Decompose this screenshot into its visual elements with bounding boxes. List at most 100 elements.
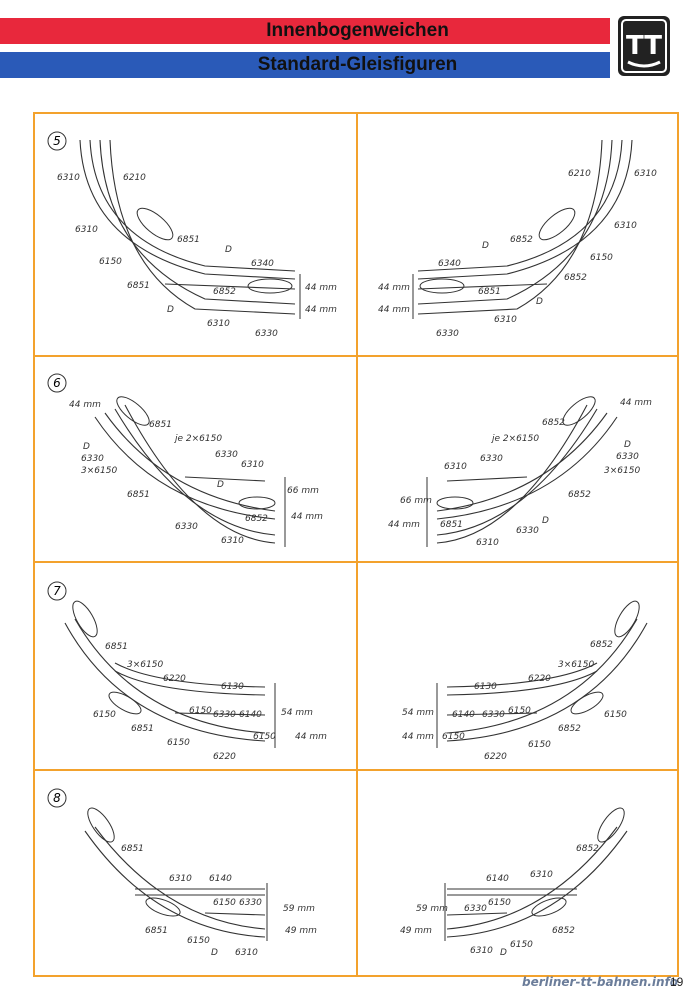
track-label: 6851 [177,235,200,245]
track-label: 6150 [442,732,465,742]
page-number: 19 [670,975,684,989]
track-label: D [482,241,489,251]
track-label: 6340 [438,259,461,269]
track-label: 6852 [590,640,613,650]
grid-divider-1 [35,355,677,357]
grid-divider-2 [35,561,677,563]
figure-6-right: 44 mm 6852 je 2×6150 D 6330 6330 3×6150 … [358,357,677,561]
track-label: 3×6150 [604,466,640,476]
track-label: 54 mm [281,708,313,718]
figure-6-left: 6 44 mm 6851 D je 2×6150 6330 6330 3×615… [35,357,354,561]
track-label: 6150 [167,738,190,748]
track-label: 3×6150 [81,466,117,476]
track-label: 6852 [213,287,236,297]
track-label: 6140 [486,874,509,884]
track-label: 6150 [604,710,627,720]
track-label: 6150 [187,936,210,946]
track-label: 6852 [510,235,533,245]
track-label: 6851 [121,844,144,854]
track-label: 44 mm [305,283,337,293]
track-label: 54 mm [402,708,434,718]
track-label: 6852 [564,273,587,283]
track-label: D [542,516,549,526]
header-white-band [0,44,610,52]
track-label: D [167,305,174,315]
track-label: 44 mm [620,398,652,408]
figure-number: 6 [53,376,61,390]
track-label: 6851 [149,420,172,430]
track-label: 6150 [510,940,533,950]
track-label: 6150 [488,898,511,908]
track-label: 44 mm [402,732,434,742]
track-label: 6310 [470,946,493,956]
track-label: 6310 [530,870,553,880]
track-label: 59 mm [416,904,448,914]
track-label: 6330 [464,904,487,914]
track-label: 44 mm [388,520,420,530]
track-label: 6210 [568,169,591,179]
figure-5-right: 6210 6310 6310 6852 D 6150 6340 6852 44 … [358,114,677,355]
track-label: 6310 [207,319,230,329]
track-label: 6310 [75,225,98,235]
figure-8-right: 6852 6140 6310 59 mm 6330 6150 6852 49 m… [358,771,677,975]
track-label: 66 mm [287,486,319,496]
track-label: 6310 [221,536,244,546]
track-label: 6852 [568,490,591,500]
track-label: 6150 [253,732,276,742]
track-label: D [500,948,507,958]
track-label: 6330 [516,526,539,536]
track-label: 6852 [245,514,268,524]
track-label: 6330 [480,454,503,464]
track-label: D [83,442,90,452]
tt-logo: TT [618,16,670,76]
track-label: 3×6150 [558,660,594,670]
track-label: 6851 [127,490,150,500]
track-label: 44 mm [295,732,327,742]
track-label: je 2×6150 [490,434,539,444]
track-label: 44 mm [291,512,323,522]
track-label: 6310 [235,948,258,958]
figures-grid: 5 6310 6210 6310 6851 D 6150 6340 6851 6… [33,112,679,977]
track-label: 6852 [542,418,565,428]
track-label: 6150 [99,257,122,267]
track-label: 6130 [221,682,244,692]
track-label: 44 mm [378,283,410,293]
track-label: 44 mm [305,305,337,315]
track-label: 44 mm [378,305,410,315]
track-label: 6150 [590,253,613,263]
track-label: je 2×6150 [173,434,222,444]
page-subtitle: Standard-Gleisfiguren [257,54,458,75]
figure-8-left: 8 6851 6310 6140 6150 6330 59 mm 6851 61… [35,771,354,975]
track-label: 6330 [213,710,236,720]
track-label: 6150 [508,706,531,716]
track-label: 66 mm [400,496,432,506]
figure-7-left: 7 6851 3×6150 6220 6130 6150 54 mm 6150 … [35,563,354,769]
track-label: 49 mm [400,926,432,936]
track-label: 6340 [251,259,274,269]
figure-number: 5 [53,134,61,148]
page-title: Innenbogenweichen [266,20,449,41]
track-label: 6140 [209,874,232,884]
track-label: 6330 [239,898,262,908]
track-label: 59 mm [283,904,315,914]
track-label: 6310 [57,173,80,183]
track-label: 6150 [189,706,212,716]
footer-url: berliner-tt-bahnen.info [522,975,679,989]
track-label: 6852 [576,844,599,854]
track-label: 6330 [175,522,198,532]
track-label: 6220 [213,752,236,762]
track-label: 6330 [436,329,459,339]
track-label: 6852 [552,926,575,936]
track-label: 6851 [127,281,150,291]
figure-number: 7 [53,584,61,598]
track-label: 6310 [444,462,467,472]
track-label: 6851 [145,926,168,936]
track-label: 6310 [241,460,264,470]
track-label: 6851 [478,287,501,297]
track-label: 6310 [494,315,517,325]
grid-divider-vertical [356,114,358,975]
header-red-band [0,18,610,44]
track-label: 6150 [213,898,236,908]
track-label: 6150 [93,710,116,720]
figure-7-right: 6852 3×6150 6130 6220 54 mm 6150 6140 63… [358,563,677,769]
